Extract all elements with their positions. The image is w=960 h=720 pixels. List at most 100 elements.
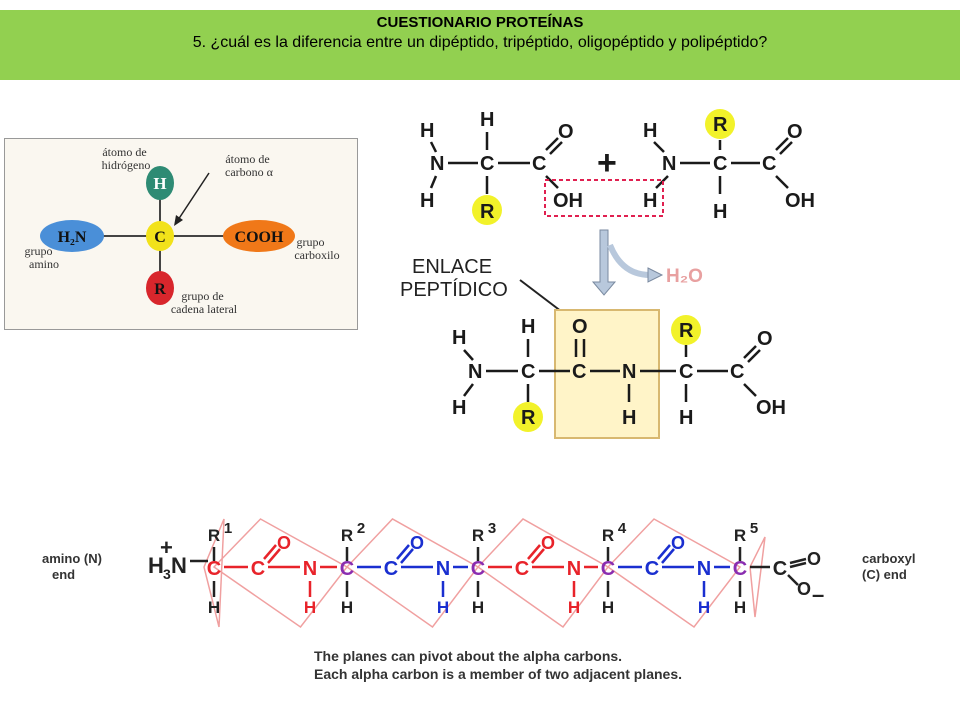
atom-o: O <box>757 328 773 350</box>
atom-h: H <box>452 397 466 419</box>
double-bond <box>396 544 410 560</box>
alpha-hydrogen: H <box>472 598 484 617</box>
carbonyl-carbon: C <box>384 558 398 580</box>
residue-number: 2 <box>357 520 365 537</box>
peptide-plane <box>203 518 225 628</box>
amino-ellipse <box>40 220 104 252</box>
terminal-oxygen: O <box>797 579 811 599</box>
alpha-hydrogen: H <box>602 598 614 617</box>
side-chain-r: R <box>341 526 353 545</box>
terminal-carbon: C <box>773 558 787 580</box>
peptide-bond-highlight <box>554 309 660 439</box>
atom-h: H <box>622 407 636 429</box>
atom-o: O <box>558 121 574 143</box>
alpha-carbon: C <box>340 558 354 580</box>
hydrogen-atom: H <box>153 174 166 193</box>
slide-title: CUESTIONARIO PROTEÍNAS <box>376 14 584 31</box>
atom-r: R <box>480 201 495 223</box>
carbonyl-carbon: C <box>251 558 265 580</box>
double-bond <box>661 548 675 564</box>
atom-h: H <box>521 316 535 338</box>
n-terminus-h: H <box>148 553 164 578</box>
side-chain-r: R <box>208 526 220 545</box>
question-text: 5. ¿cuál es la diferencia entre un dipép… <box>192 34 768 51</box>
n-terminus-charge: + <box>160 535 173 560</box>
carbonyl-oxygen: O <box>541 533 555 553</box>
atom-h: H <box>643 120 657 142</box>
side-chain-ellipse <box>146 271 174 305</box>
water-label: H₂O <box>666 266 703 287</box>
atom-h: H <box>643 190 657 212</box>
n-terminus-n: N <box>171 553 187 578</box>
residue-number: 4 <box>618 520 627 537</box>
reaction-arrow <box>591 229 617 296</box>
atom-h: H <box>713 201 727 223</box>
terminal-oxygen: O <box>807 549 821 569</box>
atom-o: O <box>572 316 588 338</box>
label-side-chain: grupo de cadena lateral <box>171 289 238 316</box>
carbonyl-oxygen: O <box>671 533 685 553</box>
amide-nitrogen: N <box>436 558 450 580</box>
carboxyl-ellipse <box>223 220 295 252</box>
atom-r: R <box>521 407 536 429</box>
alpha-carbon: C <box>601 558 615 580</box>
atom-c: C <box>730 361 744 383</box>
n-terminus-sub: 3 <box>163 566 171 582</box>
atom-r: R <box>713 114 728 136</box>
label-carboxyl: grupo carboxilo <box>294 235 339 262</box>
carbonyl-carbon: C <box>645 558 659 580</box>
amino-acid-diagram: H H₂N COOH R C átomo de hidrógeno átomo … <box>4 138 358 330</box>
amide-nitrogen: N <box>697 558 711 580</box>
water-removal-box <box>544 179 664 217</box>
hydrogen-ellipse <box>146 166 174 200</box>
alpha-carbon: C <box>207 558 221 580</box>
label-amino: grupo amino <box>25 244 60 271</box>
double-bond <box>527 544 541 560</box>
alpha-hydrogen: H <box>208 598 220 617</box>
carbonyl-oxygen: O <box>277 533 291 553</box>
amide-nitrogen: N <box>303 558 317 580</box>
atom-n: N <box>662 153 676 175</box>
atom-c: C <box>679 361 693 383</box>
atom-oh: OH <box>785 190 815 212</box>
c-terminus-charge: – <box>812 582 824 607</box>
plus-sign: + <box>597 144 617 182</box>
side-chain-r: R <box>734 526 746 545</box>
double-bond <box>789 557 807 565</box>
atom-c: C <box>532 153 546 175</box>
carboxyl-group-text: COOH <box>235 229 284 246</box>
double-bond <box>267 548 281 564</box>
atom-n: N <box>622 361 636 383</box>
carbonyl-carbon: C <box>515 558 529 580</box>
carbonyl-oxygen: O <box>410 533 424 553</box>
title-banner: CUESTIONARIO PROTEÍNAS 5. ¿cuál es la di… <box>0 10 960 80</box>
amide-hydrogen: H <box>437 598 449 617</box>
atom-oh: OH <box>553 190 583 212</box>
amide-hydrogen: H <box>698 598 710 617</box>
atom-c: C <box>572 361 586 383</box>
alpha-carbon-ellipse <box>146 221 174 251</box>
side-chain-atom: R <box>154 281 166 298</box>
atom-n: N <box>430 153 444 175</box>
caption: The planes can pivot about the alpha car… <box>314 648 682 682</box>
atom-h: H <box>452 327 466 349</box>
label-alpha-carbon: átomo de carbono α <box>225 152 274 179</box>
atom-c: C <box>713 153 727 175</box>
double-bond <box>263 544 277 560</box>
residue-number: 1 <box>224 520 232 537</box>
side-chain-r: R <box>472 526 484 545</box>
amide-hydrogen: H <box>568 598 580 617</box>
atom-c: C <box>480 153 494 175</box>
peptide-plane <box>749 536 766 618</box>
amino-end-label: amino (N) end <box>42 551 106 582</box>
amide-hydrogen: H <box>304 598 316 617</box>
double-bond <box>657 544 671 560</box>
peptide-bond-diagram: H N H H C R C O OH H N H R C H C O OH + … <box>400 109 815 439</box>
single-bond <box>787 574 799 586</box>
alpha-carbon: C <box>471 558 485 580</box>
double-bond <box>531 548 545 564</box>
atom-c: C <box>762 153 776 175</box>
atom-h: H <box>420 190 434 212</box>
double-bond <box>400 548 414 564</box>
